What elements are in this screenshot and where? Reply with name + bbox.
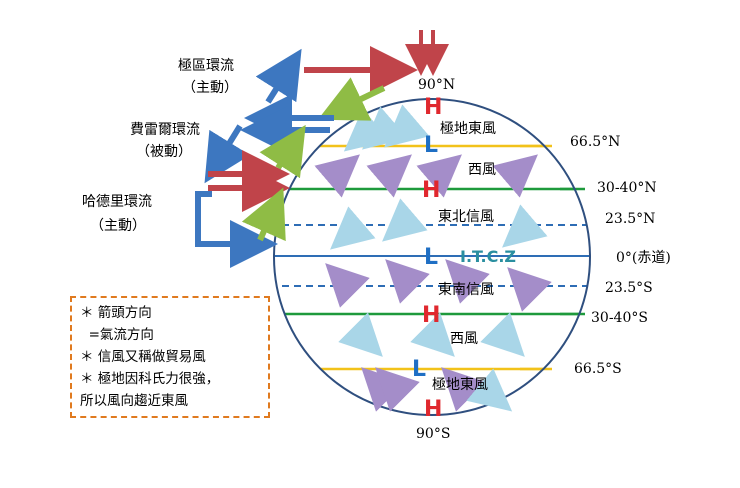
lat-90s: 90°S	[416, 426, 450, 442]
notes-box: ＊ 箭頭方向 =氣流方向 ＊ 信風又稱做貿易風 ＊ 極地因科氏力很強， 所以風向…	[70, 296, 270, 418]
wind-arrow	[362, 106, 408, 150]
zone-polar-east-s: 極地東風	[432, 377, 488, 393]
polar-rise-arrow	[255, 48, 302, 104]
wind-arrow	[338, 312, 383, 357]
wind-arrow	[502, 204, 548, 248]
zone-westerlies-n: 西風	[468, 162, 496, 178]
wind-arrow	[366, 154, 412, 198]
hadley-rise-arrow	[241, 187, 286, 242]
wind-arrow	[384, 104, 430, 148]
note-line: ＊ 信風又稱做貿易風	[80, 349, 206, 365]
ferrel-cell-name: 費雷爾環流	[130, 122, 200, 138]
wind-arrow	[492, 154, 538, 198]
wind-arrow	[385, 259, 430, 304]
circulation-arrows	[195, 46, 418, 268]
note-line: 所以風向趨近東風	[80, 393, 188, 409]
high-mark-30n: H	[422, 178, 440, 203]
wind-arrow	[410, 312, 455, 357]
high-mark-90s: H	[424, 397, 442, 422]
polar-cell-note: （主動）	[182, 80, 238, 96]
lat-66n: 66.5°N	[570, 134, 620, 150]
lat-30s: 30-40°S	[591, 310, 648, 326]
note-line: ＊ 箭頭方向	[80, 305, 152, 321]
zone-se-trades: 東南信風	[438, 282, 494, 298]
note-line: ＊ 極地因科氏力很強，	[80, 371, 220, 387]
lat-90n: 90°N	[418, 77, 455, 93]
lat-eq: 0°(赤道)	[616, 250, 671, 266]
wind-arrow	[445, 259, 490, 304]
wind-arrow	[507, 267, 552, 312]
wind-arrow	[416, 154, 462, 198]
high-mark-90n: H	[424, 95, 442, 120]
ferrel-down-arrow	[204, 124, 251, 184]
zone-westerlies-s: 西風	[450, 331, 478, 347]
note-line: =氣流方向	[80, 327, 154, 343]
polar-return-arrow	[317, 77, 386, 121]
low-mark-66n: L	[424, 133, 438, 158]
lat-23s: 23.5°S	[605, 280, 653, 296]
hadley-loop-arrow	[195, 191, 278, 268]
wind-arrow	[466, 368, 513, 412]
hadley-cell-name: 哈德里環流	[82, 194, 152, 210]
itcz-label: I.T.C.Z	[460, 247, 516, 266]
low-mark-eq: L	[424, 245, 438, 270]
wind-arrow	[314, 154, 360, 198]
wind-arrow	[361, 367, 406, 412]
hadley-cell-note: （主動）	[90, 218, 146, 234]
wind-arrow	[375, 367, 420, 412]
ferrel-rise-arrow	[259, 124, 306, 179]
zone-ne-trades: 東北信風	[438, 209, 494, 225]
wind-arrow	[325, 263, 370, 308]
wind-arrows	[314, 104, 552, 412]
polar-cell-name: 極區環流	[178, 58, 234, 74]
zone-polar-east-n: 極地東風	[440, 121, 496, 137]
wind-arrow	[343, 108, 390, 152]
wind-arrow	[441, 367, 486, 412]
lat-23n: 23.5°N	[605, 211, 655, 227]
lat-66s: 66.5°S	[574, 361, 622, 377]
wind-arrow	[330, 206, 376, 250]
high-mark-30s: H	[422, 303, 440, 328]
low-mark-66s: L	[412, 357, 426, 382]
ferrel-cell-note: （被動）	[136, 144, 192, 160]
lat-30n: 30-40°N	[597, 180, 657, 196]
wind-arrow	[382, 198, 428, 242]
wind-arrow	[480, 312, 525, 357]
